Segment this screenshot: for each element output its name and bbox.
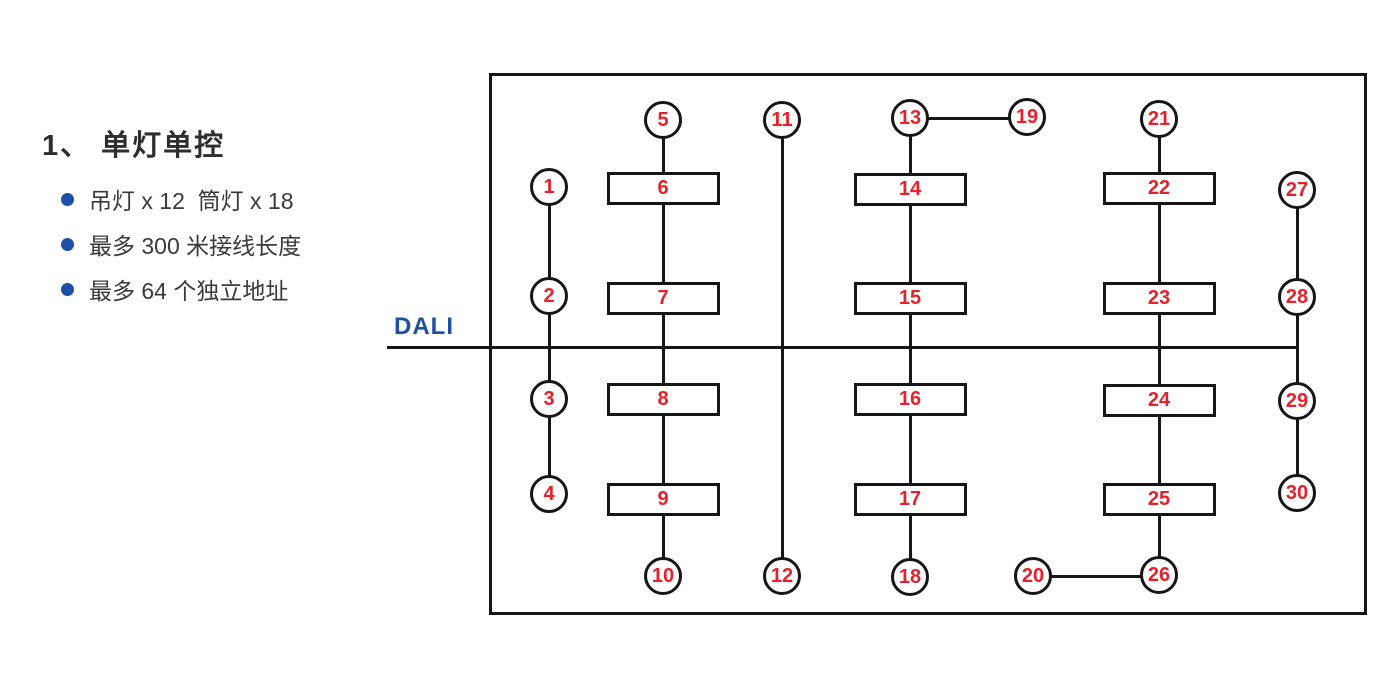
downlight-node-2: 2 xyxy=(530,277,568,315)
spec-item-wire-length: 最多 300 米接线长度 xyxy=(61,229,301,259)
dali-bus-label: DALI xyxy=(394,313,454,340)
pendant-light-node-8: 8 xyxy=(606,382,720,416)
pendant-light-node-9: 9 xyxy=(606,482,720,516)
downlight-node-13: 13 xyxy=(891,99,929,137)
spec-text: 最多 64 个独立地址 xyxy=(89,278,289,304)
downlight-node-1: 1 xyxy=(530,168,568,206)
downlight-node-30: 30 xyxy=(1278,474,1316,512)
downlight-node-27: 27 xyxy=(1278,171,1316,209)
dali-bus-line xyxy=(387,345,1297,349)
spec-item-address-count: 最多 64 个独立地址 xyxy=(61,274,301,304)
pendant-light-node-25: 25 xyxy=(1102,482,1216,516)
downlight-node-11: 11 xyxy=(763,101,801,139)
wire-horizontal xyxy=(1033,574,1159,578)
downlight-node-12: 12 xyxy=(763,557,801,595)
downlight-node-29: 29 xyxy=(1278,382,1316,420)
pendant-light-node-15: 15 xyxy=(853,281,967,315)
spec-text: 最多 300 米接线长度 xyxy=(89,233,302,259)
wire-horizontal xyxy=(910,116,1027,120)
bullet-icon xyxy=(61,192,74,206)
downlight-node-18: 18 xyxy=(891,558,929,596)
bullet-icon xyxy=(61,237,74,251)
pendant-light-node-16: 16 xyxy=(853,382,967,416)
wire-vertical xyxy=(547,188,551,494)
downlight-node-10: 10 xyxy=(644,557,682,595)
spec-text: 吊灯 x 12 筒灯 x 18 xyxy=(89,188,294,214)
pendant-light-node-7: 7 xyxy=(606,281,720,315)
bullet-icon xyxy=(61,282,74,296)
pendant-light-node-22: 22 xyxy=(1102,171,1216,205)
downlight-node-20: 20 xyxy=(1014,557,1052,595)
spec-list: 吊灯 x 12 筒灯 x 18 最多 300 米接线长度 最多 64 个独立地址 xyxy=(61,184,301,319)
wire-vertical xyxy=(1295,190,1299,493)
downlight-node-3: 3 xyxy=(530,380,568,418)
pendant-light-node-24: 24 xyxy=(1102,383,1216,417)
pendant-light-node-14: 14 xyxy=(853,172,967,206)
downlight-node-21: 21 xyxy=(1140,100,1178,138)
downlight-node-19: 19 xyxy=(1008,98,1046,136)
downlight-node-5: 5 xyxy=(644,101,682,139)
page-title: 1、 单灯单控 xyxy=(42,130,226,162)
spec-item-lamp-count: 吊灯 x 12 筒灯 x 18 xyxy=(61,184,301,214)
downlight-node-26: 26 xyxy=(1140,556,1178,594)
downlight-node-28: 28 xyxy=(1278,278,1316,316)
pendant-light-node-6: 6 xyxy=(606,171,720,205)
pendant-light-node-17: 17 xyxy=(853,482,967,516)
pendant-light-node-23: 23 xyxy=(1102,281,1216,315)
downlight-node-4: 4 xyxy=(530,475,568,513)
enclosure-outline xyxy=(489,73,1367,615)
